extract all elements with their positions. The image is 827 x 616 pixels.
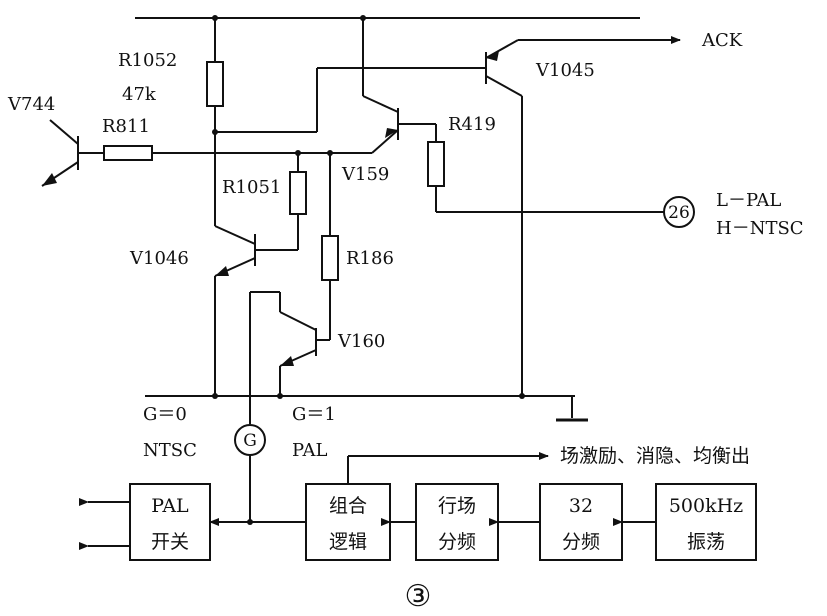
resistor-r811 — [103, 145, 153, 161]
block-div32 — [539, 483, 623, 561]
block-pal-switch-line2: 开关 — [151, 531, 189, 553]
label-r811: R811 — [102, 116, 150, 137]
pin-note-ntsc: H－NTSC — [716, 218, 804, 239]
label-v160: V160 — [337, 331, 385, 352]
label-g1-mode: PAL — [292, 440, 327, 461]
block-combo-logic-line1: 组合 — [329, 495, 367, 517]
emitter-arrow-v1045 — [486, 51, 499, 61]
label-r1051: R1051 — [222, 177, 281, 198]
emitter-arrow-v1046 — [215, 266, 229, 276]
label-v1046: V1046 — [129, 248, 189, 269]
label-outputs: 场激励、消隐、均衡出 — [560, 445, 750, 467]
label-g0-mode: NTSC — [143, 440, 197, 461]
block-div32-line1: 32 — [569, 495, 593, 517]
block-line-field-line1: 行场 — [438, 495, 476, 517]
block-pal-switch-line1: PAL — [151, 495, 189, 517]
block-line-field-line2: 分频 — [438, 531, 476, 553]
label-r1052: R1052 — [118, 50, 177, 71]
block-combo-logic — [305, 483, 391, 561]
label-ack: ACK — [701, 30, 743, 51]
resistor-r419 — [427, 141, 445, 187]
label-g1: G＝1 — [292, 404, 336, 425]
label-v1045: V1045 — [535, 60, 595, 81]
resistor-r1052 — [206, 61, 224, 107]
pin-note-pal: L－PAL — [716, 190, 781, 211]
label-r419: R419 — [448, 114, 496, 135]
label-v159: V159 — [341, 164, 389, 185]
resistor-r186 — [321, 235, 339, 281]
block-line-field-divider — [415, 483, 499, 561]
label-g0: G＝0 — [143, 404, 187, 425]
block-div32-line2: 分频 — [562, 531, 600, 553]
block-combo-logic-line2: 逻辑 — [329, 531, 367, 553]
emitter-arrow-v159 — [385, 128, 398, 138]
pin-26-number: 26 — [668, 203, 690, 223]
block-oscillator-line1: 500kHz — [669, 495, 743, 517]
pin-26 — [663, 196, 695, 228]
resistor-r1051 — [289, 171, 307, 215]
emitter-arrow-v744 — [42, 173, 57, 186]
g-node-label: G — [243, 431, 257, 451]
block-pal-switch — [129, 483, 211, 561]
label-r186: R186 — [346, 248, 394, 269]
figure-number: ③ — [405, 579, 432, 614]
emitter-arrow-v160 — [280, 356, 294, 366]
label-v744: V744 — [7, 94, 55, 115]
block-oscillator-line2: 振荡 — [687, 531, 725, 553]
label-r1052-value: 47k — [122, 84, 157, 105]
block-oscillator — [655, 483, 757, 561]
